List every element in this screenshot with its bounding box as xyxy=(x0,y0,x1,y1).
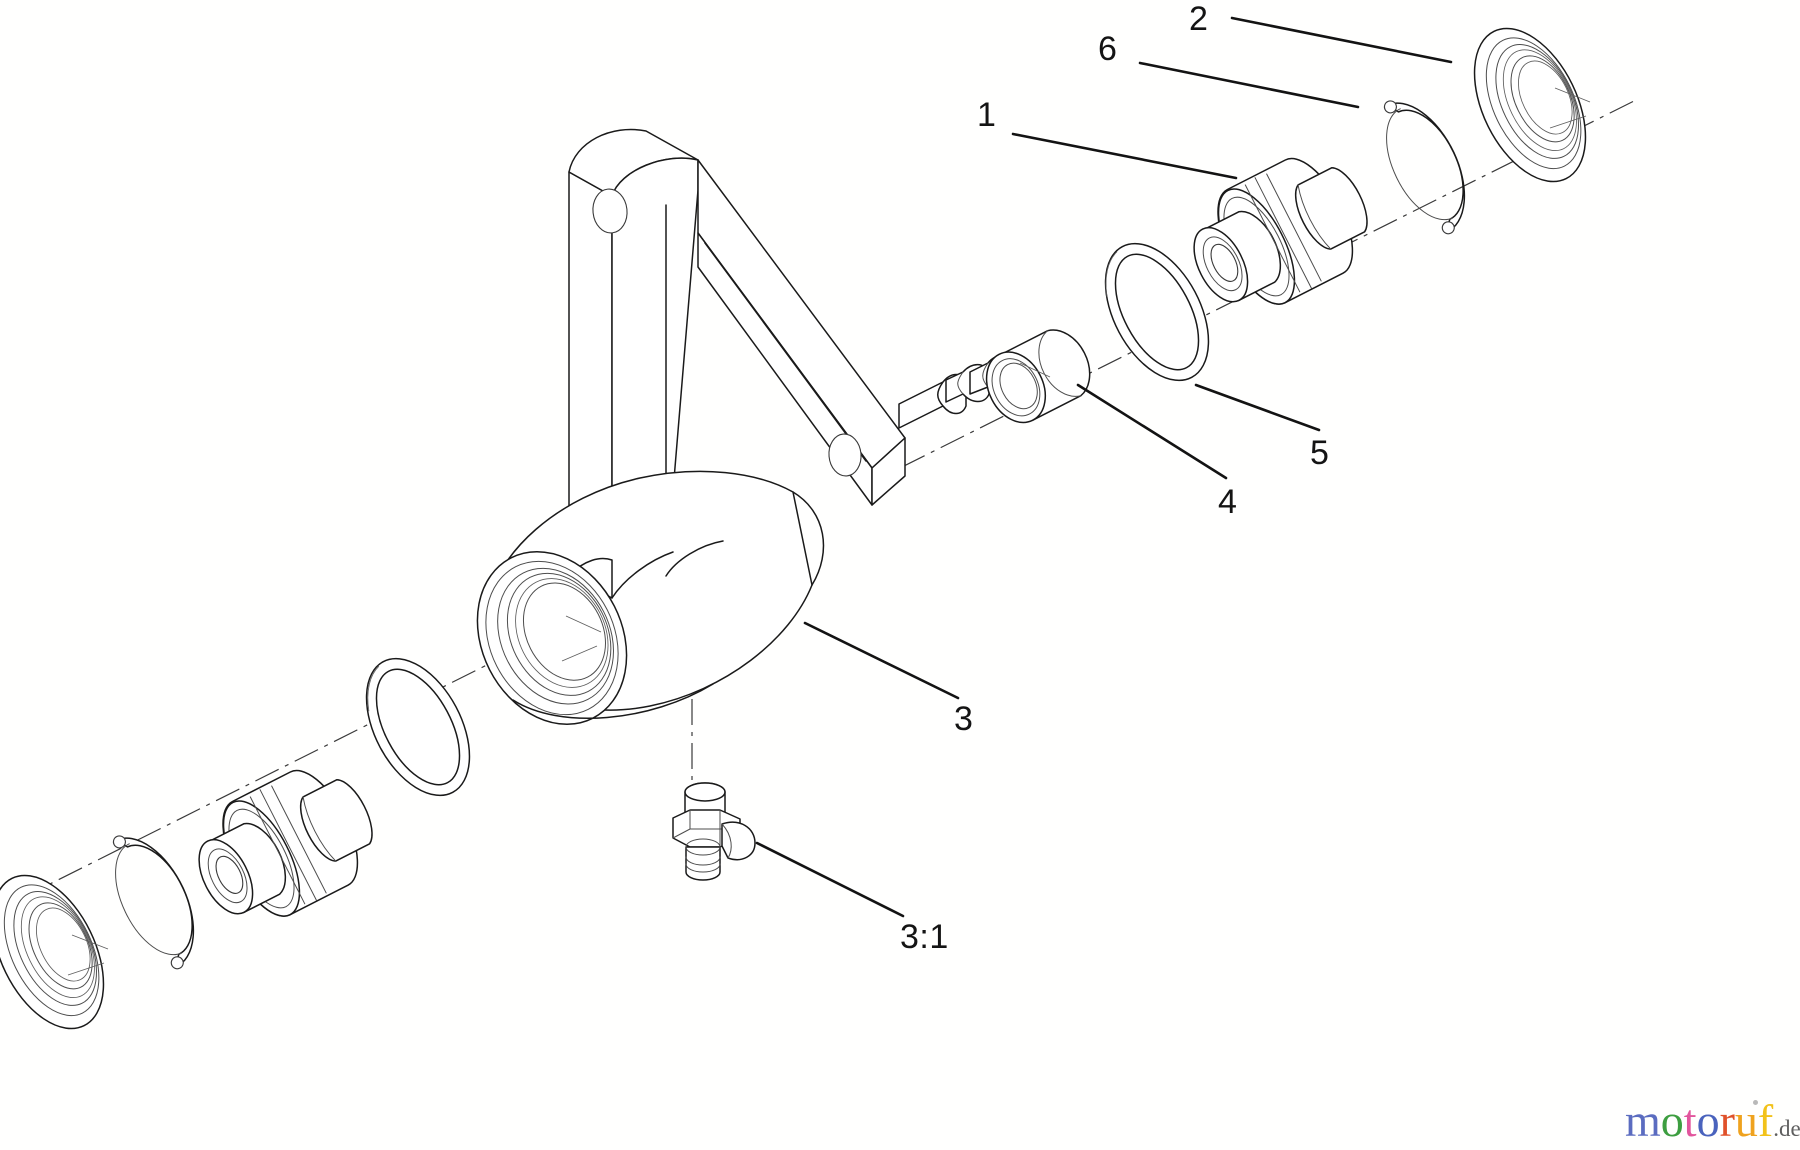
watermark-letter-t: t xyxy=(1683,1095,1697,1146)
watermark-letter-r: r xyxy=(1719,1095,1735,1146)
watermark-letter-m: m xyxy=(1625,1095,1661,1146)
grease-fitting-part-3-1 xyxy=(672,782,756,881)
watermark-letter-f: f xyxy=(1757,1095,1774,1146)
leader-2 xyxy=(1230,16,1453,64)
bearing-part-1-upper xyxy=(1193,157,1368,305)
callout-label-5: 5 xyxy=(1310,434,1330,472)
callout-label-4: 4 xyxy=(1218,483,1238,521)
retaining-ring-part-6-upper xyxy=(1383,100,1466,235)
o-ring-part-5-upper xyxy=(1104,242,1210,382)
leader-4 xyxy=(1076,383,1228,480)
watermark-letter-u: u xyxy=(1734,1095,1758,1146)
seal-part-2-upper xyxy=(1473,27,1591,183)
spacer-washer-part-4 xyxy=(985,329,1091,424)
seal-part-2-lower xyxy=(0,874,109,1030)
watermark-dot-accent xyxy=(1753,1100,1758,1105)
leader-5 xyxy=(1194,383,1321,432)
watermark-suffix: .de xyxy=(1773,1116,1800,1141)
motoruf-watermark: motoruf.de xyxy=(1625,1098,1800,1144)
o-ring-part-5-lower xyxy=(365,657,471,797)
callout-label-1: 1 xyxy=(977,96,997,134)
lever-arm-body xyxy=(476,128,906,726)
retaining-ring-part-6-lower xyxy=(112,835,195,970)
leader-3 xyxy=(803,621,960,700)
callout-label-3: 3 xyxy=(954,700,974,738)
callout-label-3-1: 3:1 xyxy=(900,918,949,956)
leader-1 xyxy=(1011,132,1238,180)
callout-label-2: 2 xyxy=(1189,0,1209,38)
watermark-letter-o1: o xyxy=(1660,1095,1684,1146)
leader-6 xyxy=(1138,61,1360,109)
callout-label-6: 6 xyxy=(1098,30,1118,68)
bearing-part-1-lower xyxy=(198,769,373,917)
leader-lines xyxy=(755,16,1453,918)
watermark-letter-o2: o xyxy=(1696,1095,1720,1146)
leader-3-1 xyxy=(755,841,905,918)
